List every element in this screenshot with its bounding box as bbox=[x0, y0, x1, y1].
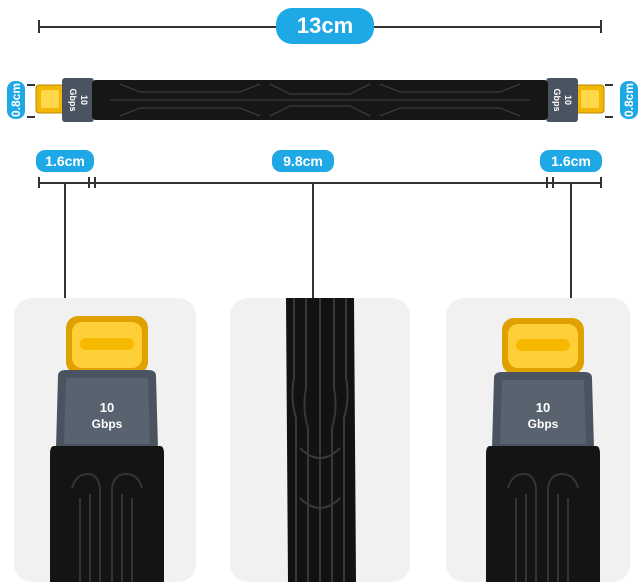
right-speed-unit: Gbps bbox=[552, 88, 562, 111]
connector-right-length-label: 1.6cm bbox=[540, 150, 602, 172]
total-length-label: 13cm bbox=[276, 8, 374, 44]
detail-panel-right-connector: 10 Gbps bbox=[446, 298, 630, 582]
segment-tick-6 bbox=[600, 177, 602, 188]
usb-c-connector-icon: 10 Gbps bbox=[50, 316, 164, 582]
height-label-right: 0.8cm bbox=[620, 81, 638, 119]
height-tick-left-bottom bbox=[27, 116, 35, 118]
connector-left-length-label: 1.6cm bbox=[36, 150, 94, 172]
flat-cable-detail-icon bbox=[286, 298, 356, 582]
total-dimension-right-tick bbox=[600, 20, 602, 33]
segment-tick-3 bbox=[94, 177, 96, 188]
cable-middle-length-label: 9.8cm bbox=[272, 150, 334, 172]
total-dimension-left-tick bbox=[38, 20, 40, 33]
right-speed-value: 10 bbox=[563, 95, 573, 105]
left-panel-speed-value: 10 bbox=[100, 400, 114, 415]
usb-c-connector-icon-right: 10 Gbps bbox=[486, 318, 600, 582]
leader-line-middle bbox=[312, 183, 314, 301]
right-speed-badge: 10 Gbps bbox=[552, 88, 573, 111]
right-panel-speed-unit: Gbps bbox=[528, 417, 559, 431]
left-speed-value: 10 bbox=[79, 95, 89, 105]
right-panel-speed-value: 10 bbox=[536, 400, 550, 415]
left-speed-unit: Gbps bbox=[68, 88, 78, 111]
segment-tick-4 bbox=[546, 177, 548, 188]
segment-tick-2 bbox=[88, 177, 90, 188]
left-speed-badge: 10 Gbps bbox=[68, 88, 89, 111]
height-tick-left-top bbox=[27, 84, 35, 86]
leader-line-right bbox=[570, 183, 572, 301]
segment-dimension-line bbox=[38, 182, 602, 184]
flat-cable-icon bbox=[35, 78, 605, 122]
detail-panel-cable bbox=[230, 298, 410, 582]
height-tick-right-bottom bbox=[605, 116, 613, 118]
segment-tick-5 bbox=[552, 177, 554, 188]
left-panel-speed-unit: Gbps bbox=[92, 417, 123, 431]
height-tick-right-top bbox=[605, 84, 613, 86]
detail-panel-left-connector: 10 Gbps bbox=[14, 298, 196, 582]
segment-tick-1 bbox=[38, 177, 40, 188]
leader-line-left bbox=[64, 183, 66, 301]
height-label-left: 0.8cm bbox=[7, 81, 25, 119]
